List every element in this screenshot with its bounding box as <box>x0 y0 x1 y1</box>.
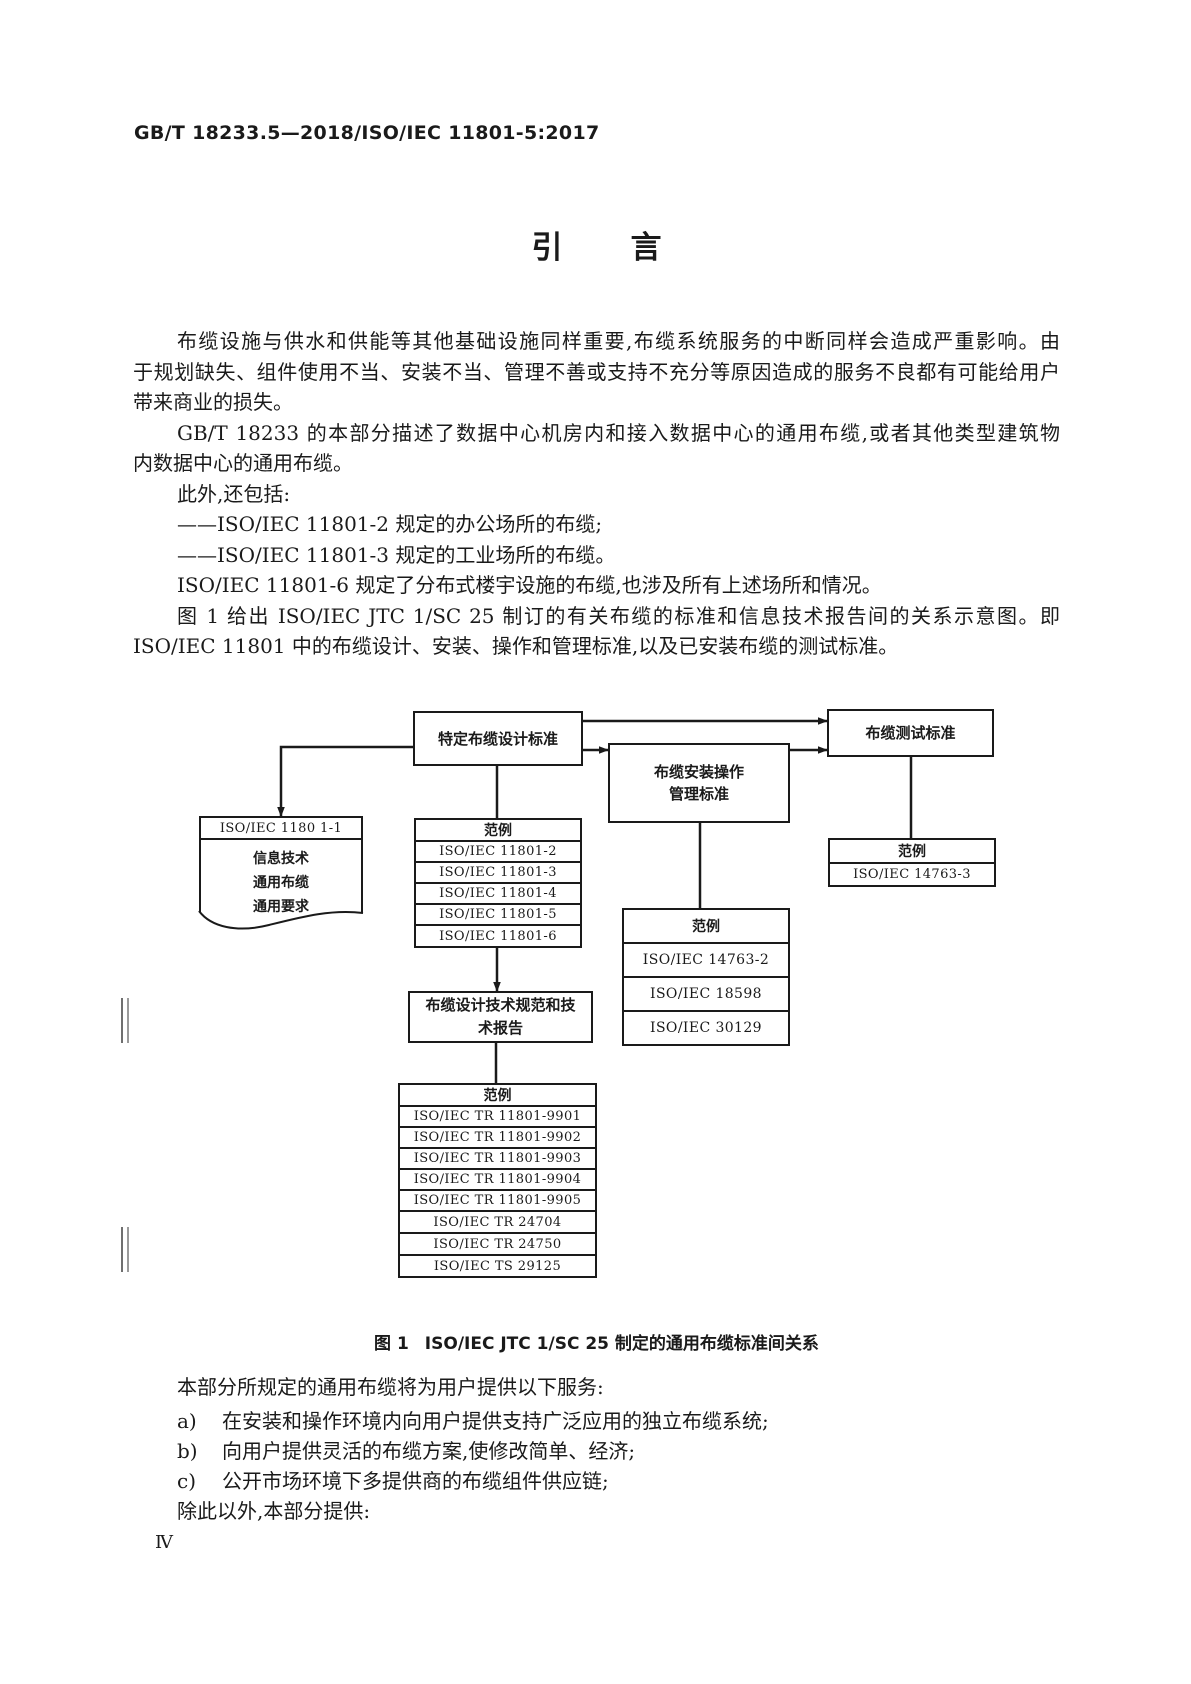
table-row: ISO/IEC TR 11801-9903 <box>400 1147 595 1168</box>
service-item-text: 在安装和操作环境内向用户提供支持广泛应用的独立布缆系统; <box>222 1409 769 1433</box>
node-installation-operation-management-standards: 布缆安装操作 管理标准 <box>608 743 790 823</box>
table-row: ISO/IEC 14763-2 <box>624 942 788 976</box>
figure-caption-number: 图 1 <box>374 1334 409 1354</box>
document-node-title: ISO/IEC 1180 1-1 <box>201 818 361 840</box>
services-intro: 本部分所规定的通用布缆将为用户提供以下服务: <box>177 1375 604 1399</box>
paragraph-line: 内数据中心的通用布缆。 <box>133 451 353 475</box>
paragraph-line: 带来商业的损失。 <box>133 390 293 414</box>
table-row: ISO/IEC TR 11801-9902 <box>400 1126 595 1147</box>
table-row: ISO/IEC TR 11801-9901 <box>400 1105 595 1126</box>
table-row: ISO/IEC TR 11801-9905 <box>400 1189 595 1210</box>
install-examples-table: 范例 ISO/IEC 14763-2 ISO/IEC 18598 ISO/IEC… <box>622 908 790 1046</box>
design-examples-table: 范例 ISO/IEC 11801-2 ISO/IEC 11801-3 ISO/I… <box>414 818 582 948</box>
paragraph-line: GB/T 18233 的本部分描述了数据中心机房内和接入数据中心的通用布缆,或者… <box>177 420 1060 445</box>
table-row: ISO/IEC TR 11801-9904 <box>400 1168 595 1189</box>
table-row: ISO/IEC 11801-6 <box>416 924 580 946</box>
list-dash-line: ——ISO/IEC 11801-2 规定的办公场所的布缆; <box>177 512 603 536</box>
list-dash-line: ——ISO/IEC 11801-3 规定的工业场所的布缆。 <box>177 542 616 567</box>
document-node-line: 通用要求 <box>253 899 309 915</box>
title-char-1: 引 <box>531 230 563 266</box>
service-item-b: b) 向用户提供灵活的布缆方案,使修改简单、经济; <box>133 1436 1060 1466</box>
node-cabling-test-standards: 布缆测试标准 <box>827 709 994 757</box>
document-node-torn-edge <box>198 910 364 930</box>
table-row: ISO/IEC 11801-2 <box>416 840 580 861</box>
paragraph-line: ISO/IEC 11801 中的布缆设计、安装、操作和管理标准,以及已安装布缆的… <box>133 634 899 658</box>
revision-mark <box>121 1227 129 1272</box>
service-item-label: c) <box>177 1469 197 1493</box>
services-section: 本部分所规定的通用布缆将为用户提供以下服务: a) 在安装和操作环境内向用户提供支… <box>133 1372 1060 1526</box>
test-examples-table: 范例 ISO/IEC 14763-3 <box>828 838 996 887</box>
paragraph-line: 此外,还包括: <box>177 481 291 506</box>
service-item-label: a) <box>177 1409 197 1433</box>
table-row: ISO/IEC 11801-4 <box>416 882 580 903</box>
service-item-c: c) 公开市场环境下多提供商的布缆组件供应链; <box>133 1466 1060 1496</box>
examples-header: 范例 <box>483 1088 512 1104</box>
services-outro: 除此以外,本部分提供: <box>177 1499 371 1523</box>
examples-header: 范例 <box>484 823 512 839</box>
node-specific-cabling-design-standards: 特定布缆设计标准 <box>413 711 583 766</box>
figure-caption-text: ISO/IEC JTC 1/SC 25 制定的通用布缆标准间关系 <box>424 1334 819 1354</box>
node-design-technical-specs-and-reports: 布缆设计技术规范和技 术报告 <box>408 991 593 1043</box>
figure-caption: 图 1 ISO/IEC JTC 1/SC 25 制定的通用布缆标准间关系 <box>133 1329 1060 1354</box>
service-item-text: 公开市场环境下多提供商的布缆组件供应链; <box>222 1469 609 1493</box>
node-label: 术报告 <box>477 1019 523 1037</box>
node-label: 特定布缆设计标准 <box>437 729 558 748</box>
paragraph-line: ISO/IEC 11801-6 规定了分布式楼宇设施的布缆,也涉及所有上述场所和… <box>177 573 882 597</box>
table-row: ISO/IEC 11801-3 <box>416 861 580 882</box>
page-number: Ⅳ <box>155 1532 173 1553</box>
table-row: ISO/IEC TR 24750 <box>400 1232 595 1254</box>
title-char-2: 言 <box>630 230 662 266</box>
paragraph-line: 布缆设施与供水和供能等其他基础设施同样重要,布缆系统服务的中断同样会造成严重影响… <box>177 329 1060 353</box>
page-title: 引 言 <box>133 222 1060 267</box>
table-row: ISO/IEC 11801-5 <box>416 903 580 924</box>
node-label: 布缆安装操作 <box>653 763 744 781</box>
paragraph-line: 图 1 给出 ISO/IEC JTC 1/SC 25 制订的有关布缆的标准和信息… <box>177 603 1060 628</box>
standard-number-header: GB/T 18233.5—2018/ISO/IEC 11801-5:2017 <box>134 122 600 144</box>
spec-examples-table: 范例 ISO/IEC TR 11801-9901 ISO/IEC TR 1180… <box>398 1083 597 1278</box>
table-row: ISO/IEC TR 24704 <box>400 1210 595 1232</box>
table-row: ISO/IEC 30129 <box>624 1010 788 1044</box>
node-label: 布缆测试标准 <box>865 724 956 742</box>
document-node-line: 信息技术 <box>253 851 309 867</box>
node-iso-iec-11801-1-document: ISO/IEC 1180 1-1 信息技术 通用布缆 通用要求 <box>199 816 363 915</box>
document-node-line: 通用布缆 <box>253 875 309 891</box>
table-row: ISO/IEC 14763-3 <box>830 862 994 885</box>
intro-paragraphs: 布缆设施与供水和供能等其他基础设施同样重要,布缆系统服务的中断同样会造成严重影响… <box>133 326 1060 662</box>
service-item-text: 向用户提供灵活的布缆方案,使修改简单、经济; <box>222 1439 636 1463</box>
table-row: ISO/IEC TS 29125 <box>400 1254 595 1276</box>
examples-header: 范例 <box>898 844 926 860</box>
examples-header: 范例 <box>692 919 720 935</box>
document-node-body: 信息技术 通用布缆 通用要求 <box>201 840 361 919</box>
service-item-a: a) 在安装和操作环境内向用户提供支持广泛应用的独立布缆系统; <box>133 1406 1060 1436</box>
node-label: 管理标准 <box>668 785 729 803</box>
paragraph-line: 于规划缺失、组件使用不当、安装不当、管理不善或支持不充分等原因造成的服务不良都有… <box>133 359 1060 384</box>
revision-mark <box>121 998 129 1043</box>
service-item-label: b) <box>177 1439 198 1463</box>
table-row: ISO/IEC 18598 <box>624 976 788 1010</box>
node-label: 布缆设计技术规范和技 <box>425 996 576 1014</box>
